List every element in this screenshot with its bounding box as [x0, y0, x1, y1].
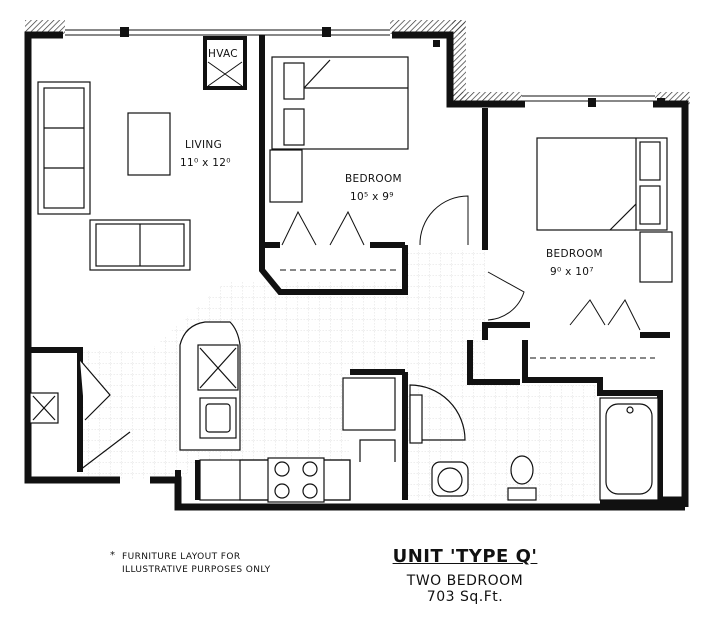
interior-walls	[28, 35, 670, 500]
refrigerator	[342, 377, 396, 462]
furniture-note: FURNITURE LAYOUT FOR ILLUSTRATIVE PURPOS…	[122, 551, 271, 577]
cooktop	[267, 457, 325, 503]
dresser-2	[639, 231, 673, 283]
bedroom1-dims: 10⁵ x 9⁹	[350, 191, 394, 203]
living-dims: 11⁰ x 12⁰	[180, 157, 231, 169]
bed-2	[536, 137, 668, 231]
bedroom1-name: BEDROOM	[345, 173, 402, 185]
living-name: LIVING	[185, 139, 222, 151]
loveseat	[89, 219, 191, 271]
note-line-1: FURNITURE LAYOUT FOR	[122, 552, 241, 562]
note-line-2: ILLUSTRATIVE PURPOSES ONLY	[122, 565, 271, 575]
exterior-walls	[24, 31, 689, 511]
note-marker: *	[110, 550, 115, 561]
coffee-table	[127, 112, 171, 176]
door-swing-1	[419, 195, 469, 246]
kitchen-counter	[179, 321, 351, 501]
windows	[65, 29, 655, 102]
unit-area: 703 Sq.Ft.	[426, 589, 504, 605]
hvac-label: HVAC	[208, 48, 238, 60]
sofa	[37, 81, 91, 215]
bathroom-fixtures	[409, 384, 659, 501]
unit-type: TWO BEDROOM	[406, 573, 524, 589]
title-block: UNIT 'TYPE Q' TWO BEDROOM 703 Sq.Ft.	[365, 546, 565, 605]
closet-door-1	[280, 210, 398, 271]
bedroom2-dims: 9⁰ x 10⁷	[550, 266, 594, 278]
dresser-1	[269, 149, 303, 203]
unit-title: UNIT 'TYPE Q'	[392, 546, 538, 567]
bed-1	[271, 56, 409, 150]
hvac-closet: HVAC	[203, 36, 247, 90]
window-mullions	[120, 27, 665, 107]
door-swing-2	[487, 271, 525, 321]
closet-door-2	[530, 299, 655, 359]
bedroom2-name: BEDROOM	[546, 248, 603, 260]
entry-closet	[29, 359, 131, 471]
